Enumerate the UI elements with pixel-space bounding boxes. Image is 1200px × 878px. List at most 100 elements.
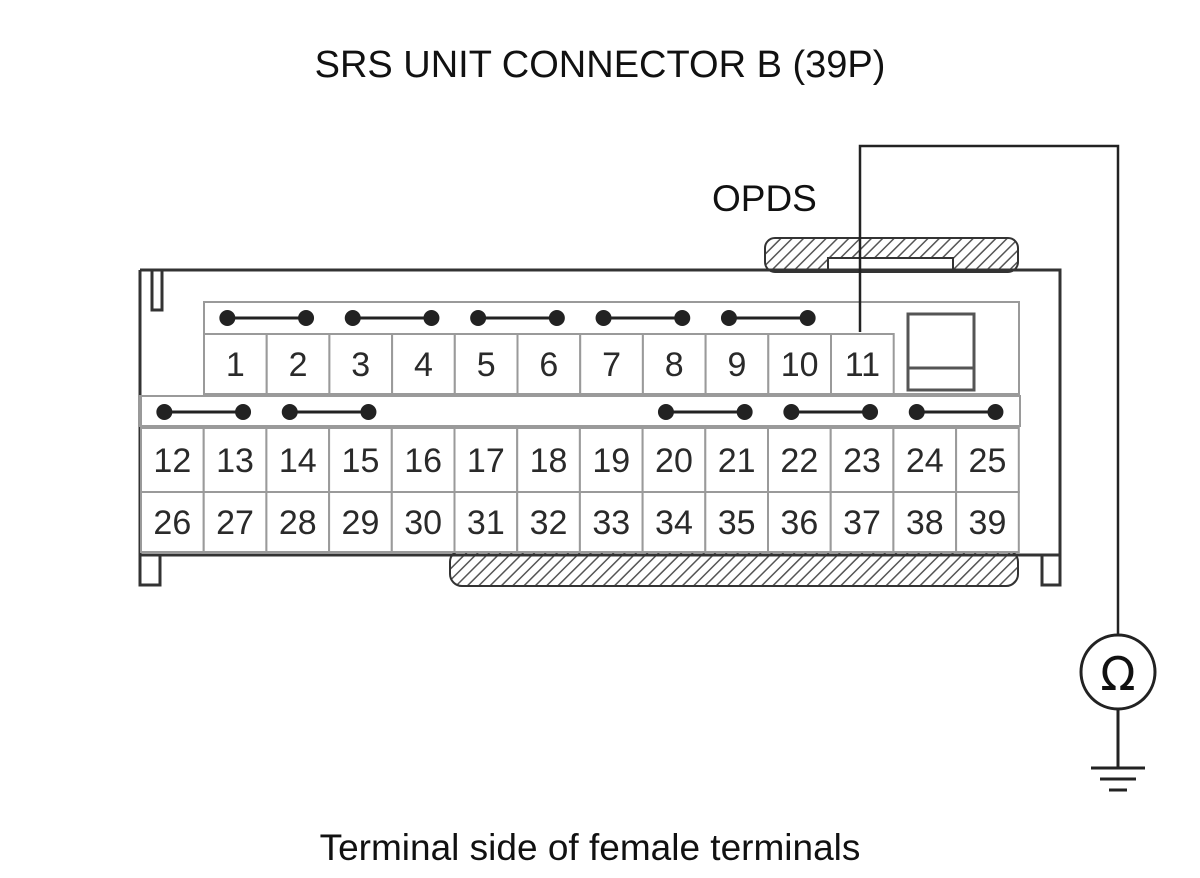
terminal-20: 20 <box>641 427 707 493</box>
terminal-label: 31 <box>467 504 505 542</box>
terminal-label: 12 <box>153 442 191 480</box>
terminal-label: 15 <box>342 442 380 480</box>
shorting-bar-1-2 <box>219 310 315 326</box>
shorting-bar-24-25 <box>908 404 1004 420</box>
terminal-38: 38 <box>892 491 958 553</box>
terminal-label: 27 <box>216 504 254 542</box>
shorting-bar-20-21 <box>657 404 753 420</box>
terminal-label: 26 <box>153 504 191 542</box>
terminal-36: 36 <box>767 491 832 553</box>
terminal-label: 39 <box>969 504 1007 542</box>
terminal-label: 11 <box>845 346 880 384</box>
terminal-22: 22 <box>767 427 832 493</box>
terminal-label: 9 <box>727 346 746 384</box>
shorting-bar-14-15 <box>281 404 377 420</box>
probe-label: OPDS <box>712 178 817 219</box>
terminal-39: 39 <box>955 491 1020 553</box>
terminal-18: 18 <box>516 427 581 493</box>
connector-lock-tab <box>764 237 1019 273</box>
shorting-bar-5-6 <box>470 310 565 326</box>
terminal-label: 6 <box>539 346 558 384</box>
terminal-34: 34 <box>641 491 707 553</box>
terminal-label: 30 <box>404 504 442 542</box>
terminal-label: 20 <box>655 442 693 480</box>
terminal-15: 15 <box>328 427 393 493</box>
terminal-16: 16 <box>390 427 456 493</box>
svg-text:Ω: Ω <box>1100 647 1135 701</box>
terminal-29: 29 <box>328 491 393 553</box>
terminal-19: 19 <box>578 427 644 493</box>
terminal-23: 23 <box>829 427 895 493</box>
terminal-label: 28 <box>279 504 317 542</box>
terminal-label: 10 <box>781 346 819 384</box>
terminal-10: 10 <box>767 333 832 395</box>
terminal-37: 37 <box>829 491 895 553</box>
terminal-label: 25 <box>969 442 1007 480</box>
probe-wire <box>858 144 1120 640</box>
terminal-label: 23 <box>843 442 881 480</box>
ground-icon <box>1091 709 1145 792</box>
terminal-label: 4 <box>414 346 433 384</box>
terminal-label: 19 <box>592 442 630 480</box>
terminal-label: 16 <box>404 442 442 480</box>
terminal-9: 9 <box>704 333 770 395</box>
terminal-label: 29 <box>342 504 380 542</box>
terminal-13: 13 <box>202 427 268 493</box>
terminal-label: 8 <box>665 346 684 384</box>
diagram-title: SRS UNIT CONNECTOR B (39P) <box>314 44 886 86</box>
terminal-35: 35 <box>704 491 769 553</box>
terminal-label: 22 <box>780 442 818 480</box>
terminal-label: 32 <box>530 504 568 542</box>
terminal-30: 30 <box>390 491 456 553</box>
terminal-label: 21 <box>718 442 756 480</box>
terminal-14: 14 <box>265 427 331 493</box>
terminal-label: 34 <box>655 504 693 542</box>
terminal-28: 28 <box>265 491 331 553</box>
terminal-25: 25 <box>955 427 1020 493</box>
terminal-label: 14 <box>279 442 317 480</box>
terminal-11: 11 <box>830 333 895 395</box>
terminal-27: 27 <box>202 491 268 553</box>
terminal-label: 5 <box>477 346 496 384</box>
terminal-label: 17 <box>467 442 505 480</box>
shorting-bar-12-13 <box>156 404 252 420</box>
terminal-3: 3 <box>328 333 394 395</box>
terminal-17: 17 <box>453 427 519 493</box>
terminal-label: 38 <box>906 504 944 542</box>
connector-housing <box>138 268 1062 587</box>
terminal-31: 31 <box>453 491 519 553</box>
terminal-6: 6 <box>516 333 582 395</box>
terminal-4: 4 <box>391 333 456 395</box>
terminal-1: 1 <box>203 333 268 395</box>
shorting-bar-9-10 <box>720 310 816 326</box>
shorting-bar-3-4 <box>344 310 440 326</box>
terminal-5: 5 <box>453 333 519 395</box>
terminal-label: 2 <box>289 346 308 384</box>
terminal-label: 18 <box>530 442 568 480</box>
terminal-label: 36 <box>780 504 818 542</box>
terminal-label: 37 <box>843 504 881 542</box>
latch-window <box>906 312 976 392</box>
terminal-26: 26 <box>140 491 205 553</box>
diagram-caption: Terminal side of female terminals <box>319 827 861 868</box>
shorting-bar-22-23 <box>783 404 879 420</box>
terminal-label: 33 <box>592 504 630 542</box>
terminal-label: 35 <box>718 504 756 542</box>
terminal-label: 1 <box>226 346 245 384</box>
terminal-12: 12 <box>140 427 205 493</box>
terminal-8: 8 <box>641 333 707 395</box>
shorting-bars <box>156 310 1004 420</box>
terminal-2: 2 <box>265 333 331 395</box>
terminal-label: 3 <box>351 346 370 384</box>
shorting-bar-7-8 <box>595 310 691 326</box>
terminal-label: 13 <box>216 442 254 480</box>
terminal-33: 33 <box>578 491 644 553</box>
terminal-21: 21 <box>704 427 769 493</box>
terminal-32: 32 <box>516 491 581 553</box>
terminal-24: 24 <box>892 427 958 493</box>
ohmmeter-icon: Ω <box>1079 633 1157 711</box>
terminal-label: 24 <box>906 442 944 480</box>
terminal-label: 7 <box>602 346 621 384</box>
